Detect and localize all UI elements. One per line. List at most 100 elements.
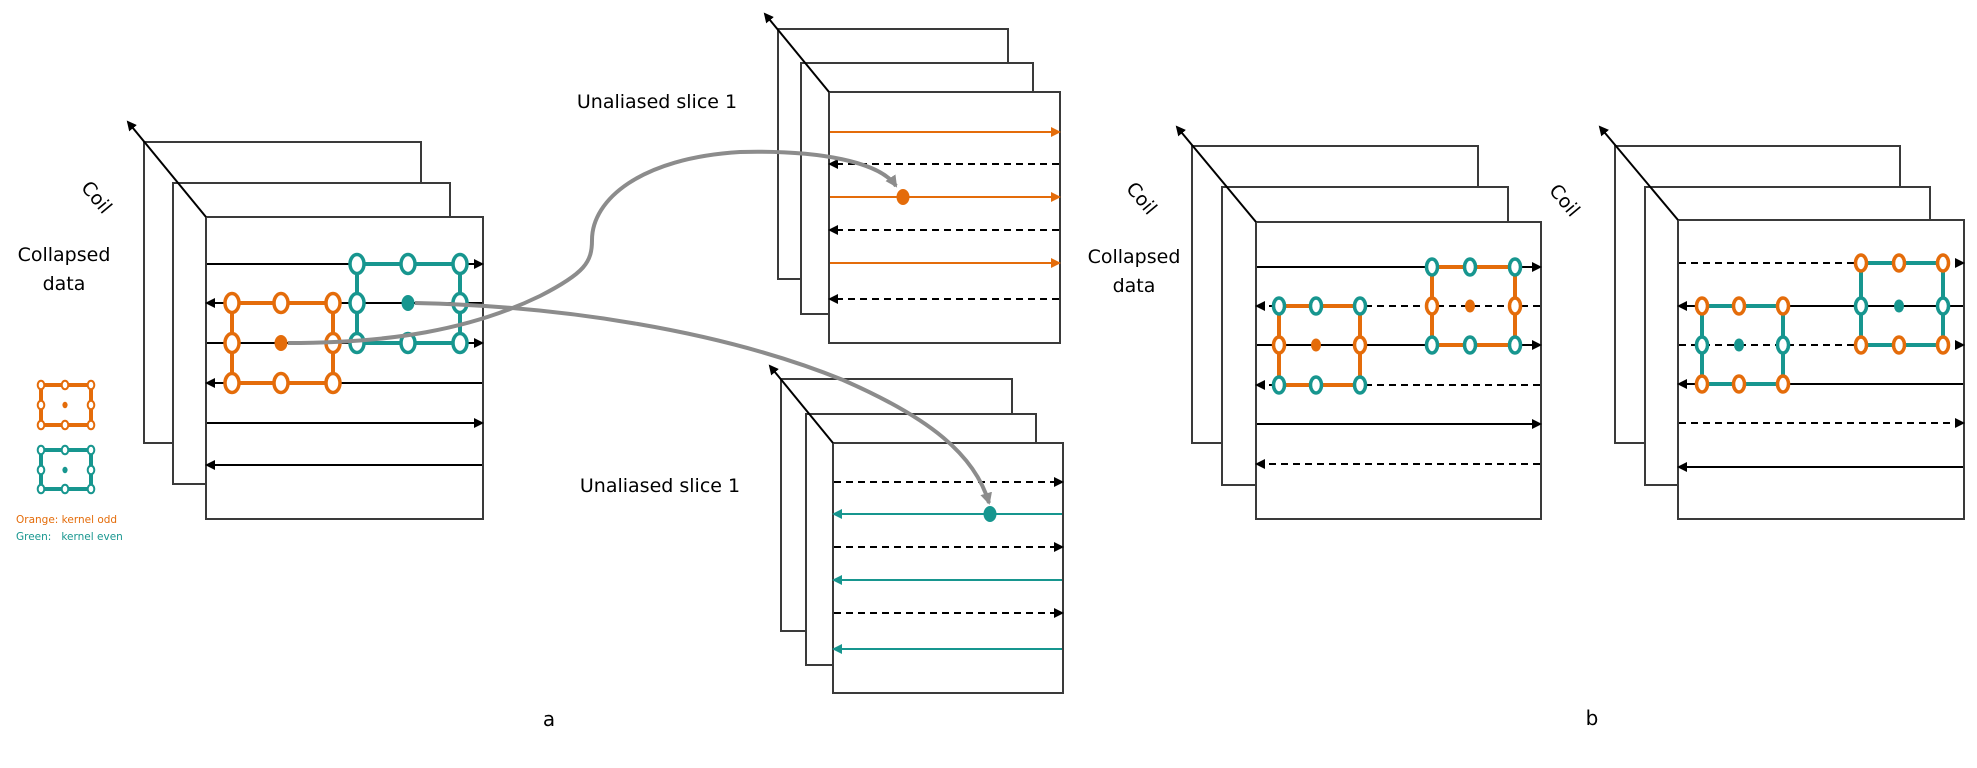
kernel-source-point — [1891, 253, 1907, 273]
kernel-source-point — [1775, 296, 1791, 316]
legend-orange-kernel-icon — [36, 379, 96, 431]
mapping-curves — [287, 149, 992, 505]
kernel-source-point — [86, 444, 96, 456]
unaliased-target-point — [896, 189, 910, 205]
kernel-source-point — [1935, 335, 1951, 355]
kernel-source-point — [1935, 296, 1951, 316]
panel-b-collapsed-data-even — [1598, 125, 1965, 520]
coil-axis-arrow — [763, 12, 830, 93]
kernel-source-point — [399, 252, 417, 276]
kernel-target-point — [274, 335, 288, 351]
kernel-source-point — [86, 399, 96, 411]
kernel-source-point — [1694, 374, 1710, 394]
kernel-source-point — [86, 419, 96, 431]
kernel-source-point — [1731, 296, 1747, 316]
coil-frame-front — [832, 442, 1064, 694]
kernel-source-point — [86, 379, 96, 391]
kernel-legend — [36, 379, 96, 495]
kernel-source-point — [1891, 335, 1907, 355]
kernel-target-point — [1311, 338, 1321, 352]
panel-label-b: b — [1586, 706, 1599, 730]
collapsed-data-label-line2: data — [43, 273, 86, 295]
unaliased-slice-top-label: Unaliased slice 1 — [577, 91, 737, 113]
coil-frame-front — [205, 216, 484, 520]
kernel-source-point — [223, 331, 241, 355]
kernel-source-point — [1352, 375, 1368, 395]
orange-kernel — [223, 291, 342, 395]
mapping-curve-odd — [287, 149, 898, 345]
kernel-source-point — [1271, 375, 1287, 395]
kernel-source-point — [348, 291, 366, 315]
legend-orange-text: Orange: kernel odd — [16, 514, 117, 526]
kernel-source-point — [223, 291, 241, 315]
kernel-source-point — [1507, 296, 1523, 316]
kernel-source-point — [1271, 335, 1287, 355]
coil-axis-arrow — [126, 120, 207, 218]
kernel-source-point — [1462, 335, 1478, 355]
coil-frame-front — [1677, 219, 1965, 520]
kernel-target-point — [62, 401, 68, 409]
panel-unaliased-slice-top — [763, 12, 1061, 344]
kernel-source-point — [1731, 374, 1747, 394]
panel-unaliased-slice-bottom — [768, 364, 1064, 694]
coil-axis-label: Coil — [76, 177, 116, 218]
kernel-source-point — [1271, 296, 1287, 316]
mapping-curve-even — [414, 301, 992, 505]
collapsed-data-label-b1-line1: Collapsed — [1088, 246, 1181, 268]
panel-b-collapsed-data-odd — [1175, 125, 1542, 520]
coil-frame-front — [828, 91, 1061, 344]
kernel-target-point — [401, 295, 415, 311]
kernel-source-point — [1424, 335, 1440, 355]
panel-a-collapsed-data — [126, 120, 484, 520]
kernel-source-point — [1507, 335, 1523, 355]
kernel-source-point — [86, 464, 96, 476]
kernel-source-point — [451, 331, 469, 355]
kernel-source-point — [1853, 296, 1869, 316]
kernel-source-point — [60, 379, 70, 391]
legend-green-text: Green: kernel even — [16, 531, 123, 543]
kernel-source-point — [1507, 257, 1523, 277]
coil-axis-label-b1: Coil — [1121, 178, 1161, 219]
kernel-source-point — [1462, 257, 1478, 277]
kernel-source-point — [272, 371, 290, 395]
kernel-source-point — [1775, 335, 1791, 355]
collapsed-data-label-line1: Collapsed — [18, 244, 111, 266]
kernel-source-point — [60, 444, 70, 456]
kernel-target-point — [1465, 299, 1475, 313]
teal-kernel-left — [1694, 296, 1791, 394]
kernel-source-point — [60, 419, 70, 431]
kernel-source-point — [1352, 335, 1368, 355]
kernel-source-point — [1308, 375, 1324, 395]
legend-teal-kernel-icon — [36, 444, 96, 495]
kernel-source-point — [36, 464, 46, 476]
coil-axis-arrow — [768, 364, 834, 444]
orange-kernel-left — [1271, 296, 1368, 395]
coil-axis-label-b2: Coil — [1544, 180, 1584, 221]
kernel-source-point — [36, 379, 46, 391]
coil-frame-front — [1255, 221, 1542, 520]
kernel-source-point — [324, 291, 342, 315]
teal-kernel-right — [1853, 253, 1951, 355]
kernel-target-point — [62, 466, 68, 474]
coil-axis-arrow — [1598, 125, 1679, 221]
collapsed-data-label-b1-line2: data — [1113, 275, 1156, 297]
kernel-source-point — [451, 252, 469, 276]
kernel-source-point — [36, 444, 46, 456]
unaliased-target-point — [983, 506, 997, 522]
kernel-source-point — [324, 371, 342, 395]
kernel-source-point — [1308, 296, 1324, 316]
kernel-source-point — [1935, 253, 1951, 273]
orange-kernel-right — [1424, 257, 1523, 355]
kernel-source-point — [36, 399, 46, 411]
kernel-source-point — [36, 419, 46, 431]
kernel-source-point — [1694, 296, 1710, 316]
kernel-source-point — [1424, 296, 1440, 316]
kernel-source-point — [272, 291, 290, 315]
coil-axis-arrow — [1175, 125, 1257, 223]
kernel-target-point — [1734, 338, 1744, 352]
kernel-source-point — [36, 483, 46, 495]
kernel-source-point — [1853, 253, 1869, 273]
kernel-source-point — [1775, 374, 1791, 394]
kernel-source-point — [1853, 335, 1869, 355]
kernel-source-point — [60, 483, 70, 495]
